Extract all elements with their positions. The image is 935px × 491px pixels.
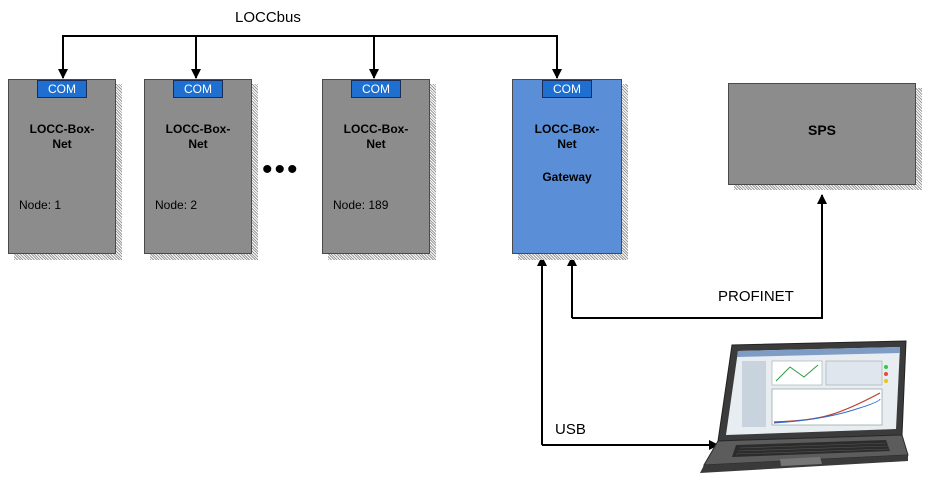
profinet-line (567, 194, 827, 319)
com-port: COM (173, 80, 223, 98)
box-title: LOCC-Box- Net (9, 122, 115, 152)
box-title-line1: LOCC-Box- (343, 122, 409, 136)
locc-box-node-2: COM LOCC-Box- Net Node: 2 (144, 79, 252, 254)
locc-box-node-189: COM LOCC-Box- Net Node: 189 (322, 79, 430, 254)
usb-line (537, 256, 719, 450)
locc-box-node-1: COM LOCC-Box- Net Node: 1 (8, 79, 116, 254)
sps-box: SPS (728, 83, 916, 185)
node-label: Node: 1 (19, 198, 62, 212)
box-title-line2: Net (557, 137, 577, 151)
box-title: LOCC-Box- Net (145, 122, 251, 152)
com-port: COM (351, 80, 401, 98)
usb-label: USB (555, 421, 586, 438)
box-title-line1: LOCC-Box- (29, 122, 95, 136)
loccbus-label: LOCCbus (235, 9, 301, 26)
more-nodes-ellipsis: ••• (262, 153, 300, 186)
laptop-icon (700, 340, 909, 473)
sps-label: SPS (807, 122, 836, 138)
gateway-label: Gateway (542, 170, 592, 184)
node-label: Node: 189 (333, 198, 389, 212)
node-label: Node: 2 (155, 198, 198, 212)
box-title-line1: LOCC-Box- (165, 122, 231, 136)
com-port: COM (37, 80, 87, 98)
box-title-line2: Net (188, 137, 208, 151)
locc-box-gateway: COM LOCC-Box- Net Gateway (512, 79, 622, 254)
box-title-line2: Net (52, 137, 72, 151)
com-port: COM (542, 80, 592, 98)
box-title: LOCC-Box- Net (513, 122, 621, 152)
box-title-line2: Net (366, 137, 386, 151)
profinet-label: PROFINET (718, 288, 794, 305)
loccbus-line (58, 35, 562, 79)
box-title: LOCC-Box- Net (323, 122, 429, 152)
box-title-line1: LOCC-Box- (534, 122, 600, 136)
